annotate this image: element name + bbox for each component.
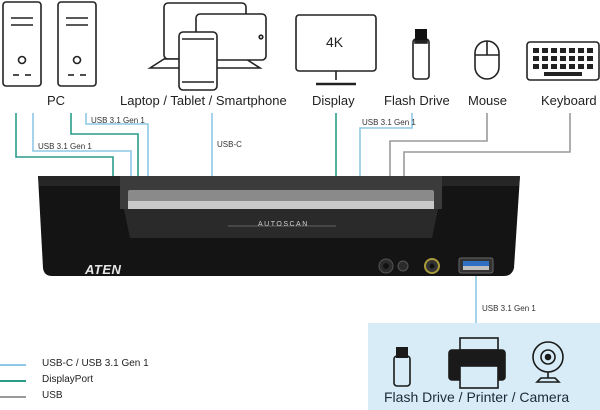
keyboard-icon xyxy=(526,41,600,81)
front-usb-cable-label: USB 3.1 Gen 1 xyxy=(482,304,536,313)
printer-icon xyxy=(448,337,506,389)
mouse-icon xyxy=(474,40,500,80)
kvm-switch xyxy=(38,176,520,276)
laptop-cable-label: USB-C xyxy=(217,140,242,149)
monitor-4k-text: 4K xyxy=(326,34,344,50)
legend-label-displayport: DisplayPort xyxy=(42,374,94,385)
laptop-tablet-smartphone-label: Laptop / Tablet / Smartphone xyxy=(120,93,287,108)
flash-drive-icon xyxy=(412,38,430,80)
autoscan-label: AUTOSCAN xyxy=(258,221,309,228)
display-label: Display xyxy=(312,93,355,108)
pc-icon xyxy=(2,1,97,87)
legend-label-usb: USB xyxy=(42,390,63,401)
mouse-label: Mouse xyxy=(468,93,508,108)
keyboard-label: Keyboard xyxy=(541,93,597,108)
pc2-cable-label: USB 3.1 Gen 1 xyxy=(91,116,145,125)
flash-drive-cable-label: USB 3.1 Gen 1 xyxy=(362,118,416,127)
legend-label-usb-c: USB-C / USB 3.1 Gen 1 xyxy=(42,358,149,369)
laptop-tablet-smartphone-icon xyxy=(147,2,267,91)
pc1-cable-label: USB 3.1 Gen 1 xyxy=(38,142,92,151)
display-icon xyxy=(295,14,377,86)
front-devices-label: Flash Drive / Printer / Camera xyxy=(384,389,570,405)
aten-logo: ATEN xyxy=(85,262,122,277)
keyboard-keys xyxy=(533,48,593,76)
legend-swatch-usb xyxy=(0,396,26,398)
cables xyxy=(15,113,571,323)
flash-drive-label: Flash Drive xyxy=(384,93,450,108)
legend-swatch-usb-c xyxy=(0,364,26,366)
pc-label: PC xyxy=(47,93,66,108)
legend-swatch-displayport xyxy=(0,380,26,382)
camera-icon xyxy=(532,341,564,383)
flash-drive-connector xyxy=(415,29,427,40)
front-flash-drive-icon xyxy=(393,347,411,387)
